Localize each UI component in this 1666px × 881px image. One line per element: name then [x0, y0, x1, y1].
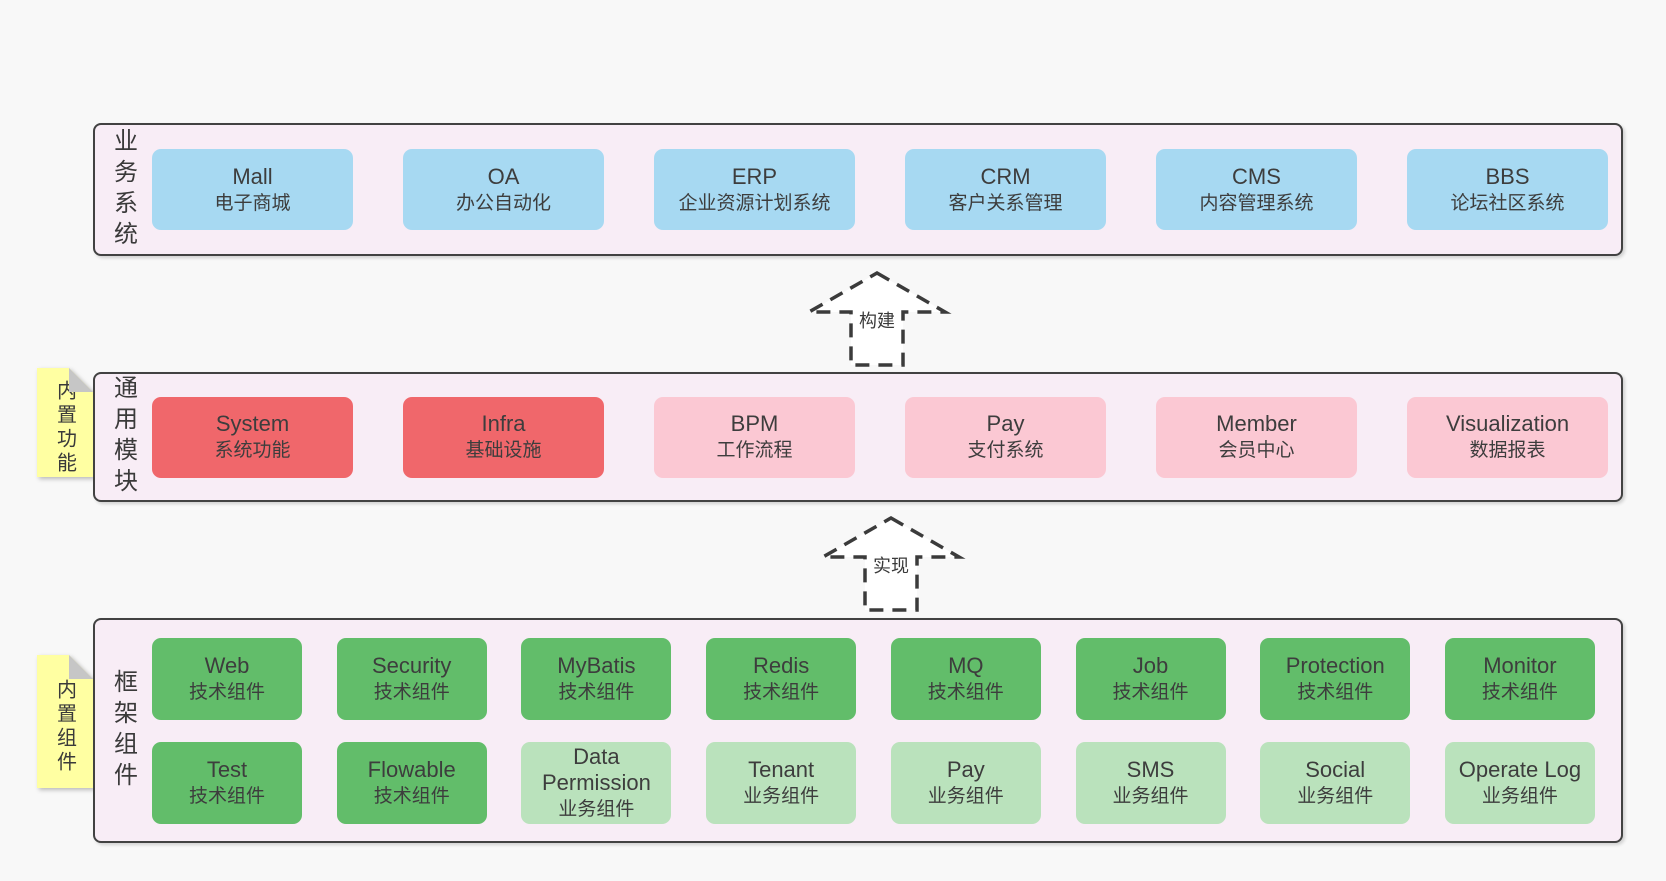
note-built-in-functions: 内置功能 [37, 368, 93, 477]
box-job: Job 技术组件 [1075, 638, 1226, 720]
arrow-implement-label: 实现 [870, 551, 912, 579]
layer-common-modules: 通用模块 System 系统功能 Infra 基础设施 BPM 工作流程 Pay… [93, 372, 1623, 502]
arrow-build: 构建 [802, 270, 952, 368]
box-pay-module: Pay 支付系统 [905, 396, 1106, 478]
folded-corner-icon [69, 368, 93, 392]
box-visualization: Visualization 数据报表 [1407, 396, 1608, 478]
layer-framework-components-label: 框架组件 [109, 668, 137, 793]
layer-framework-components: 框架组件 Web 技术组件 Security 技术组件 MyBatis 技术组件… [93, 618, 1623, 843]
box-protection: Protection 技术组件 [1260, 638, 1411, 720]
box-bbs: BBS 论坛社区系统 [1407, 149, 1608, 230]
arrow-implement: 实现 [816, 515, 966, 613]
tech-components-row: Web 技术组件 Security 技术组件 MyBatis 技术组件 Redi… [152, 638, 1595, 720]
box-operate-log: Operate Log 业务组件 [1444, 742, 1595, 824]
box-sms: SMS 业务组件 [1075, 742, 1226, 824]
layer-common-modules-label: 通用模块 [109, 375, 137, 499]
box-security: Security 技术组件 [336, 638, 487, 720]
box-crm: CRM 客户关系管理 [905, 149, 1106, 230]
box-mq: MQ 技术组件 [890, 638, 1041, 720]
box-tenant: Tenant 业务组件 [706, 742, 857, 824]
box-monitor: Monitor 技术组件 [1444, 638, 1595, 720]
box-cms: CMS 内容管理系统 [1156, 149, 1357, 230]
box-erp: ERP 企业资源计划系统 [654, 149, 855, 230]
layer-business-systems: 业务系统 Mall 电子商城 OA 办公自动化 ERP 企业资源计划系统 CRM… [93, 123, 1623, 256]
box-mybatis: MyBatis 技术组件 [521, 638, 672, 720]
note-built-in-components: 内置组件 [37, 655, 93, 788]
box-infra: Infra 基础设施 [403, 396, 604, 478]
biz-components-row: Test 技术组件 Flowable 技术组件 Data Permission … [152, 742, 1595, 824]
box-system: System 系统功能 [152, 396, 353, 478]
box-redis: Redis 技术组件 [706, 638, 857, 720]
box-flowable: Flowable 技术组件 [336, 742, 487, 824]
folded-corner-icon [69, 655, 93, 679]
layer-business-systems-label: 业务系统 [109, 127, 137, 252]
box-bpm: BPM 工作流程 [654, 396, 855, 478]
box-test: Test 技术组件 [152, 742, 302, 824]
box-oa: OA 办公自动化 [403, 149, 604, 230]
arrow-build-label: 构建 [856, 306, 898, 334]
box-web: Web 技术组件 [152, 638, 302, 720]
box-pay-component: Pay 业务组件 [890, 742, 1041, 824]
common-modules-row: System 系统功能 Infra 基础设施 BPM 工作流程 Pay 支付系统… [151, 374, 1621, 500]
business-systems-row: Mall 电子商城 OA 办公自动化 ERP 企业资源计划系统 CRM 客户关系… [151, 125, 1621, 254]
box-member: Member 会员中心 [1156, 396, 1357, 478]
framework-components-rows: Web 技术组件 Security 技术组件 MyBatis 技术组件 Redi… [151, 620, 1621, 841]
box-data-permission: Data Permission 业务组件 [521, 742, 672, 824]
box-mall: Mall 电子商城 [152, 149, 353, 230]
box-social: Social 业务组件 [1260, 742, 1411, 824]
